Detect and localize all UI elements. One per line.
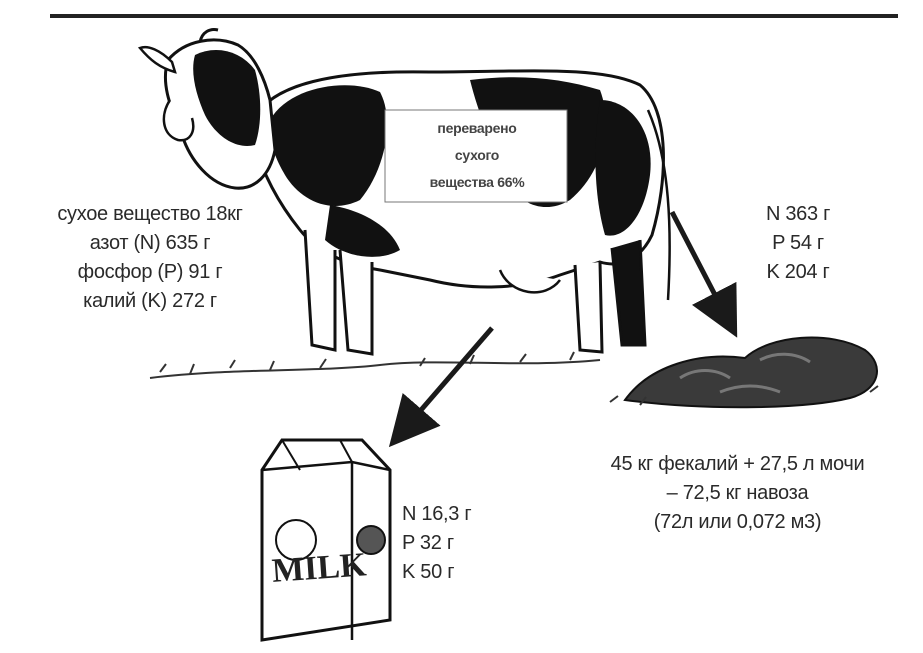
digestion-label: переварено сухого вещества 66% [382,115,572,196]
milk-nutrients-label: N 16,3 г P 32 г K 50 г [402,500,512,587]
feed-phosphorus: фосфор (P) 91 г [0,258,300,287]
manure-nutrients-label: N 363 г P 54 г K 204 г [728,200,868,287]
milk-carton-text: MILK [271,546,368,590]
cow-leg [340,250,372,354]
milk-arrow [402,328,492,432]
manure-nitrogen: N 363 г [728,200,868,229]
manure-phosphorus: P 54 г [728,229,868,258]
feed-intake-label: сухое вещество 18кг азот (N) 635 г фосфо… [0,200,300,316]
milk-potassium: K 50 г [402,558,512,587]
milk-carton: MILK [262,440,390,640]
milk-phosphorus: P 32 г [402,529,512,558]
digestion-line-1: переварено [382,115,572,142]
cow-leg [305,230,335,350]
manure-volume-label: 45 кг фекалий + 27,5 л мочи – 72,5 кг на… [552,450,923,537]
feed-nitrogen: азот (N) 635 г [0,229,300,258]
manure-potassium: K 204 г [728,258,868,287]
feed-potassium: калий (K) 272 г [0,287,300,316]
manure-arrow [672,212,728,320]
cow-ear [140,47,175,72]
manure-total-volume: (72л или 0,072 м3) [552,508,923,537]
manure-composition: 45 кг фекалий + 27,5 л мочи [552,450,923,479]
digestion-line-3: вещества 66% [382,169,572,196]
ground-grass [150,352,600,378]
cow-leg [612,240,645,345]
milk-nitrogen: N 16,3 г [402,500,512,529]
manure-total-mass: – 72,5 кг навоза [552,479,923,508]
digestion-line-2: сухого [382,142,572,169]
feed-dry-matter: сухое вещество 18кг [0,200,300,229]
cow-leg [575,262,602,352]
manure-pile [610,338,878,408]
